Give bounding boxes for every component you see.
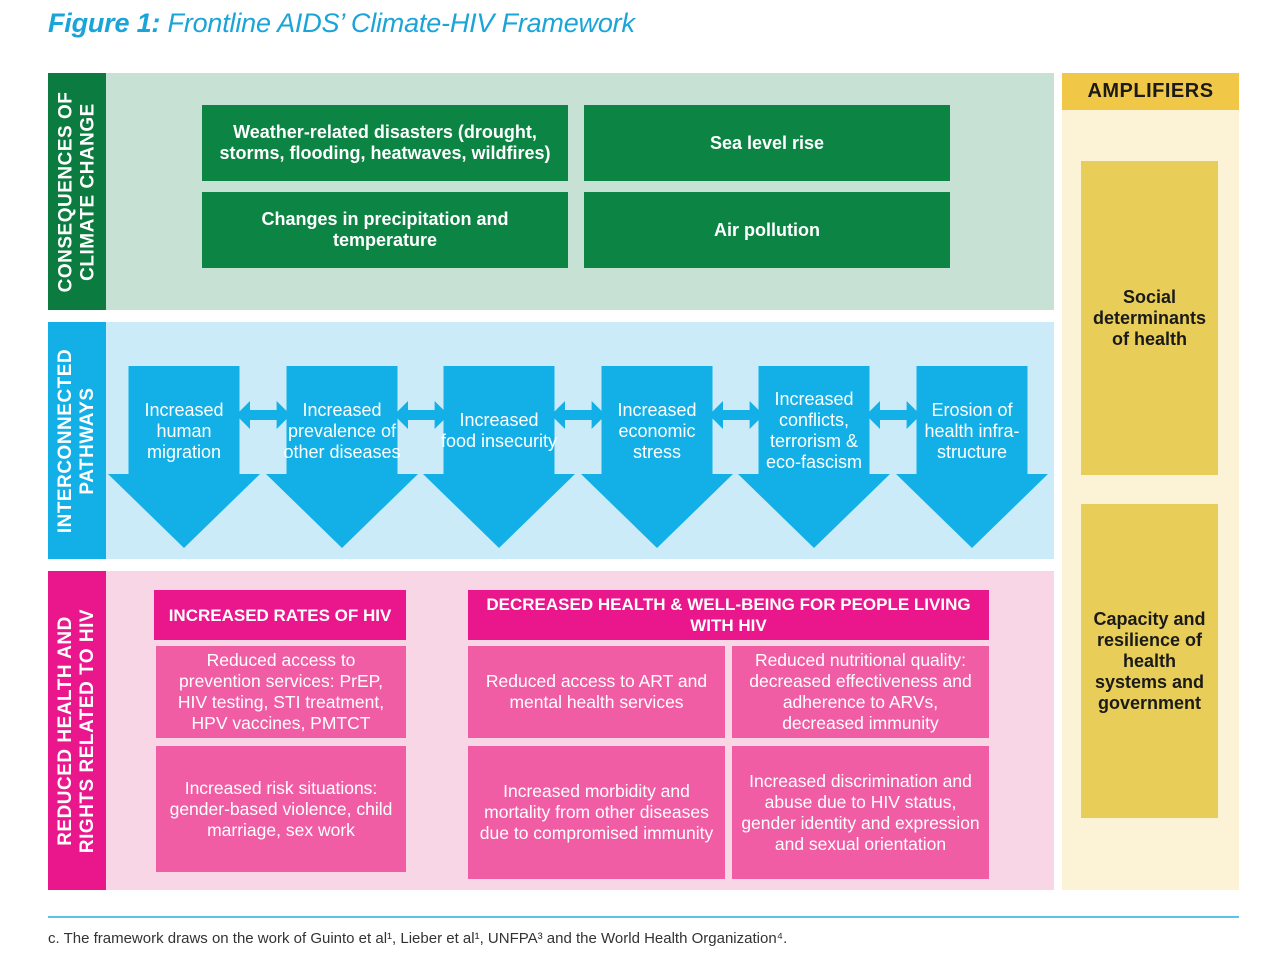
pathway-arrow-4: Increased economic stress [581, 366, 733, 548]
climate-label-line1: CONSEQUENCES OF [55, 91, 77, 292]
double-arrow-icon [235, 401, 291, 429]
amplifier-social-determinants: Social determinants of health [1081, 161, 1218, 475]
hiv-box-prevention-access: Reduced access to prevention services: P… [156, 646, 406, 738]
pathway-arrow-3: Increased food insecurity [423, 366, 575, 548]
hiv-box-nutrition: Reduced nutritional quality: decreased e… [732, 646, 989, 738]
down-arrow-shape [108, 366, 260, 548]
down-arrow-shape [581, 366, 733, 548]
down-arrow-shape [738, 366, 890, 548]
hiv-box-art-access: Reduced access to ART and mental health … [468, 646, 725, 738]
double-arrow-icon [550, 401, 606, 429]
climate-band-label: CONSEQUENCES OF CLIMATE CHANGE [48, 73, 106, 310]
climate-label-line2: CLIMATE CHANGE [77, 102, 99, 281]
hiv-label-line2: RIGHTS RELATED TO HIV [77, 608, 99, 853]
double-arrow-icon [708, 401, 764, 429]
pathway-arrow-5: Increased conflicts, terrorism & eco-fas… [738, 366, 890, 548]
pathway-arrow-1: Increased human migration [108, 366, 260, 548]
climate-box-precipitation: Changes in precipitation and temperature [202, 192, 568, 268]
climate-box-air-pollution: Air pollution [584, 192, 950, 268]
hiv-box-discrimination: Increased discrimination and abuse due t… [732, 746, 989, 879]
pathway-arrow-label: Increased human migration [144, 399, 224, 462]
footnote: c. The framework draws on the work of Gu… [48, 930, 788, 947]
double-arrow-icon [393, 401, 449, 429]
pathways-label-line2: PATHWAYS [77, 386, 98, 495]
down-arrow-shape [266, 366, 418, 548]
pathway-arrow-label: Increased prevalence of other diseases [283, 399, 401, 462]
hiv-box-morbidity: Increased morbidity and mortality from o… [468, 746, 725, 879]
figure-title-text: Frontline AIDS’ Climate-HIV Framework [167, 8, 635, 38]
down-arrow-shape [423, 366, 575, 548]
figure-title: Figure 1: Frontline AIDS’ Climate-HIV Fr… [48, 8, 635, 39]
hiv-box-risk-situations: Increased risk situations: gender-based … [156, 746, 406, 872]
amplifiers-header: AMPLIFIERS [1062, 73, 1239, 110]
pathways-band [106, 322, 1054, 559]
increased-rates-header: INCREASED RATES OF HIV [154, 590, 406, 640]
down-arrow-shape [896, 366, 1048, 548]
hiv-band-label: REDUCED HEALTH AND RIGHTS RELATED TO HIV [48, 571, 106, 890]
figure-label: Figure 1: [48, 8, 161, 38]
climate-box-sea-level: Sea level rise [584, 105, 950, 181]
climate-box-disasters: Weather-related disasters (drought, stor… [202, 105, 568, 181]
pathway-arrow-2: Increased prevalence of other diseases [266, 366, 418, 548]
pathway-arrow-label: Increased conflicts, terrorism & eco-fas… [765, 389, 863, 472]
hiv-label-line1: REDUCED HEALTH AND [55, 615, 77, 846]
pathway-arrow-label: Increased economic stress [617, 399, 697, 462]
amplifier-capacity-resilience: Capacity and resilience of health system… [1081, 504, 1218, 818]
amplifier-social-determinants-text: Social determinants of health [1092, 286, 1207, 349]
amplifier-capacity-resilience-text: Capacity and resilience of health system… [1093, 608, 1206, 713]
decreased-health-header: DECREASED HEALTH & WELL-BEING FOR PEOPLE… [468, 590, 989, 640]
double-arrow-icon [865, 401, 921, 429]
footer-divider [48, 916, 1239, 918]
pathway-arrow-label: Erosion of health infra-structure [924, 399, 1020, 462]
pathways-label-line1: INTERCONNECTED [55, 348, 76, 533]
pathway-arrow-6: Erosion of health infra-structure [896, 366, 1048, 548]
pathway-arrow-label: Increased food insecurity [440, 410, 558, 451]
pathways-band-label: INTERCONNECTED PATHWAYS [48, 322, 106, 559]
